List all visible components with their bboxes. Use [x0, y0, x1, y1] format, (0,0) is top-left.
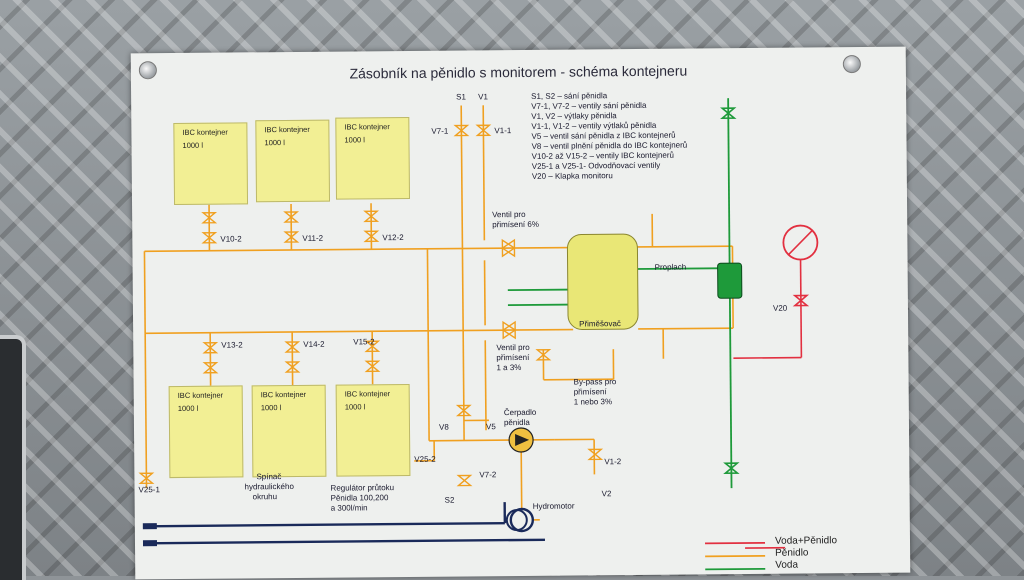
- label-v15-2: V15-2: [353, 337, 374, 347]
- ibc-capacity: 1000 l: [253, 399, 325, 413]
- ventil-6-label-1: Ventil pro: [492, 210, 525, 220]
- cerpadlo-label-1: Čerpadlo: [504, 408, 537, 418]
- legend-voda: Voda: [775, 559, 837, 572]
- ventil-6-label-2: přimísení 6%: [492, 220, 539, 230]
- note-2: V7-1, V7-2 – ventily sání pěnidla: [531, 101, 646, 112]
- piping-diagram: [131, 47, 911, 580]
- ventil-13-label-1: Ventil pro: [496, 343, 529, 353]
- ibc-capacity: 1000 l: [336, 131, 408, 145]
- proplach-label: Proplach: [655, 263, 687, 273]
- legend-penidlo: Pěnidlo: [775, 547, 837, 560]
- label-v25-2: V25-2: [414, 455, 435, 465]
- ibc-capacity: 1000 l: [256, 134, 328, 148]
- label-v5: V5: [486, 422, 496, 432]
- ibc-container-top-2: IBC kontejner 1000 l: [255, 120, 330, 203]
- label-v1-2: V1-2: [604, 457, 621, 467]
- hydromotor-label: Hydromotor: [533, 502, 575, 512]
- cerpadlo-label-2: pěnidla: [504, 418, 530, 428]
- ventil-13-label-3: 1 a 3%: [496, 363, 521, 373]
- ibc-label: IBC kontejner: [256, 121, 328, 135]
- label-v8: V8: [439, 423, 449, 433]
- label-s1: S1: [456, 92, 466, 102]
- note-9: V20 – Klapka monitoru: [532, 171, 613, 182]
- spinac-label-2: hydraulického: [244, 482, 293, 492]
- note-1: S1, S2 – sání pěnidla: [531, 91, 607, 102]
- label-v11-2: V11-2: [302, 234, 323, 244]
- ibc-container-top-1: IBC kontejner 1000 l: [173, 122, 248, 205]
- primesovac-label: Přiměšovač: [579, 319, 621, 329]
- regulator-label-2: Pěnidla 100,200: [331, 493, 389, 504]
- label-v10-2: V10-2: [220, 234, 241, 244]
- label-v7-2: V7-2: [479, 470, 496, 480]
- ventil-13-label-2: přimísení: [496, 353, 529, 363]
- label-v1-1: V1-1: [494, 126, 511, 136]
- label-s2: S2: [445, 496, 455, 506]
- ibc-capacity: 1000 l: [337, 398, 409, 412]
- schematic-board: Zásobník na pěnidlo s monitorem - schéma…: [131, 47, 911, 580]
- label-v2: V2: [602, 489, 612, 499]
- spinac-label-1: Spínač: [256, 472, 281, 482]
- label-v7-1: V7-1: [431, 127, 448, 137]
- dark-object-left: [0, 335, 26, 580]
- ibc-capacity: 1000 l: [170, 399, 242, 413]
- label-v14-2: V14-2: [303, 340, 324, 350]
- note-8: V25-1 a V25-1- Odvodňovací ventily: [532, 161, 661, 172]
- bypass-label-2: přimísení: [574, 387, 607, 397]
- ibc-label: IBC kontejner: [337, 385, 409, 399]
- legend-voda-penidlo: Voda+Pěnidlo: [775, 535, 837, 548]
- bypass-label-3: 1 nebo 3%: [574, 397, 612, 407]
- flow-legend: Voda+Pěnidlo Pěnidlo Voda: [775, 535, 837, 572]
- ibc-label: IBC kontejner: [174, 123, 246, 137]
- ibc-label: IBC kontejner: [253, 386, 325, 400]
- ibc-label: IBC kontejner: [336, 118, 408, 132]
- regulator-label-1: Regulátor průtoku: [330, 483, 394, 494]
- label-v20: V20: [773, 304, 787, 314]
- ibc-container-top-3: IBC kontejner 1000 l: [335, 117, 410, 200]
- ibc-label: IBC kontejner: [170, 386, 242, 400]
- bypass-label-1: By-pass pro: [574, 377, 617, 387]
- label-v12-2: V12-2: [382, 233, 403, 243]
- ibc-container-bottom-2: IBC kontejner 1000 l: [252, 385, 327, 478]
- label-v13-2: V13-2: [221, 340, 242, 350]
- regulator-label-3: a 300l/min: [331, 503, 368, 513]
- spinac-label-3: okruhu: [253, 492, 278, 502]
- ibc-container-bottom-1: IBC kontejner 1000 l: [169, 385, 244, 478]
- label-v25-1: V25-1: [138, 485, 159, 495]
- ibc-capacity: 1000 l: [174, 136, 246, 150]
- label-v1: V1: [478, 92, 488, 102]
- ibc-container-bottom-3: IBC kontejner 1000 l: [336, 384, 411, 477]
